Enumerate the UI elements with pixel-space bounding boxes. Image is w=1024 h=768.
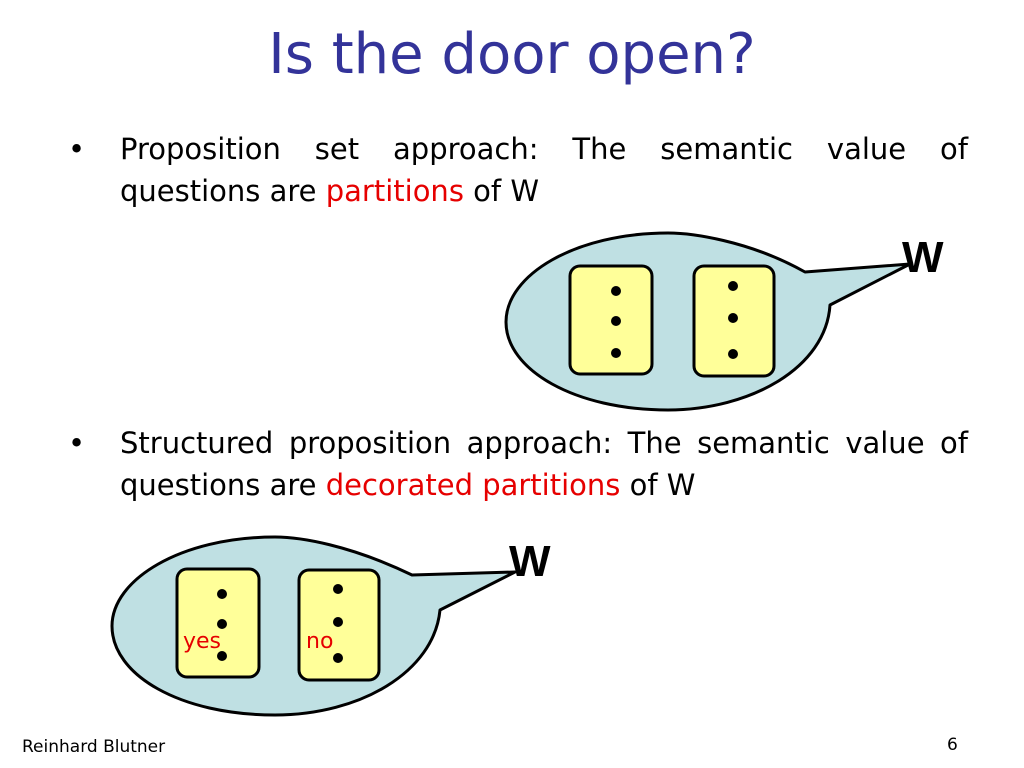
world-point [611, 348, 621, 358]
footer-author: Reinhard Blutner [22, 737, 166, 757]
highlight-partitions: partitions [325, 174, 464, 208]
partition-cell-yes [175, 567, 261, 679]
highlight-decorated-partitions: decorated partitions [325, 468, 621, 502]
world-point [728, 349, 738, 359]
world-point [217, 619, 227, 629]
bullet-line-2: questions are partitions of W [120, 170, 968, 212]
page-number: 6 [947, 735, 958, 755]
world-point [333, 584, 343, 594]
bullet-marker: • [68, 426, 86, 460]
w-label: W [902, 233, 944, 282]
speech-bubble [110, 535, 517, 717]
world-point [611, 316, 621, 326]
bullet-line-2-pre: questions are [120, 174, 326, 208]
partition-cell-no [297, 568, 381, 682]
world-point [728, 313, 738, 323]
bullet-text: Structured proposition approach: The sem… [120, 422, 968, 506]
cell-label-yes: yes [183, 629, 221, 654]
bullet-text: Proposition set approach: The semantic v… [120, 128, 968, 212]
bullet-line-1: Proposition set approach: The semantic v… [120, 132, 968, 166]
bullet-marker: • [68, 132, 86, 166]
slide-title: Is the door open? [268, 22, 756, 87]
cell-label-no: no [306, 629, 333, 654]
partition-cell-right [692, 264, 776, 378]
bullet-line-2-post: of W [620, 468, 696, 502]
world-point [217, 651, 227, 661]
bullet-line-2: questions are decorated partitions of W [120, 464, 968, 506]
world-point [728, 281, 738, 291]
bullet-line-2-post: of W [463, 174, 540, 208]
partition-cell-left [568, 264, 654, 376]
speech-bubble [504, 231, 912, 412]
bullet-line-2-pre: questions are [120, 468, 326, 502]
w-label: W [509, 537, 551, 586]
world-point [217, 589, 227, 599]
bullet-line-1: Structured proposition approach: The sem… [120, 426, 968, 460]
world-point [333, 653, 343, 663]
world-point [611, 286, 621, 296]
world-point [333, 617, 343, 627]
